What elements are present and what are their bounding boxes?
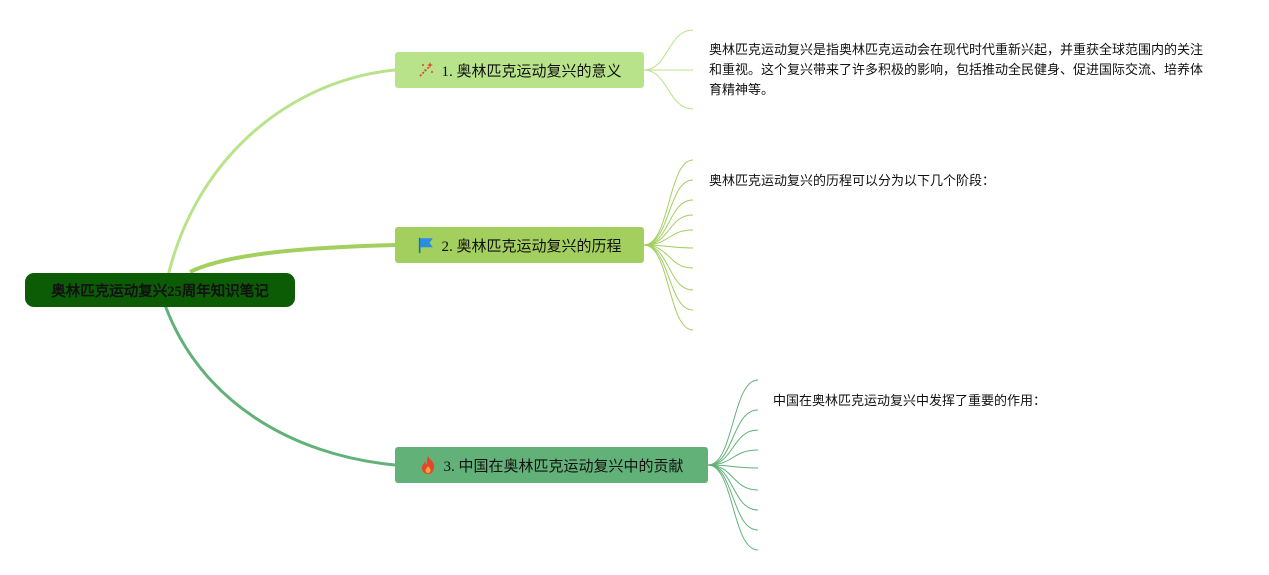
branch-node-3-label: 3. 中国在奥林匹克运动复兴中的贡献 <box>443 458 684 475</box>
blue-flag-icon <box>417 236 435 254</box>
branch-node-1-label: 1. 奥林匹克运动复兴的意义 <box>441 63 622 80</box>
root-node-label: 奥林匹克运动复兴25周年知识笔记 <box>51 283 269 300</box>
note-branch-2: 奥林匹克运动复兴的历程可以分为以下几个阶段： <box>709 174 996 189</box>
connector-root-branch-3 <box>163 304 396 467</box>
sparkle-wand-icon <box>417 61 435 79</box>
fanout-branch-1 <box>643 29 694 110</box>
fire-icon <box>419 456 437 474</box>
note-branch-1: 奥林匹克运动复兴是指奥林匹克运动会在现代时代重新兴起，并重获全球范围内的关注和重… <box>709 43 1204 98</box>
branch-node-1[interactable]: 1. 奥林匹克运动复兴的意义 <box>395 52 644 88</box>
branch-node-2[interactable]: 2. 奥林匹克运动复兴的历程 <box>395 227 644 263</box>
connector-root-branch-2 <box>189 243 396 274</box>
branch-node-3[interactable]: 3. 中国在奥林匹克运动复兴中的贡献 <box>395 447 708 483</box>
fanout-branch-3 <box>707 379 759 551</box>
branch-node-2-label: 2. 奥林匹克运动复兴的历程 <box>441 238 622 255</box>
connector-root-branch-1 <box>163 68 396 291</box>
root-node[interactable]: 奥林匹克运动复兴25周年知识笔记 <box>25 273 295 307</box>
fanout-branch-2 <box>643 159 694 331</box>
note-branch-3: 中国在奥林匹克运动复兴中发挥了重要的作用： <box>773 394 1047 409</box>
